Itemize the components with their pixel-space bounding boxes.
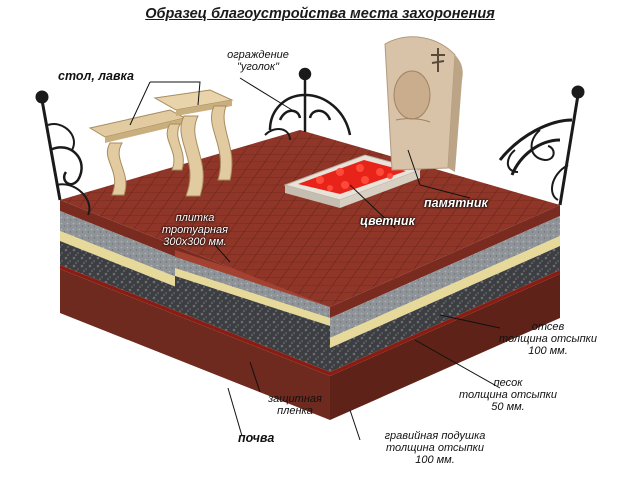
monument-cross-icon xyxy=(431,48,445,72)
label-soil: почва xyxy=(238,431,275,445)
monument-side xyxy=(448,55,463,172)
label-screening-line3: 100 мм. xyxy=(528,345,568,357)
fence-center xyxy=(264,67,352,141)
label-monument: памятник xyxy=(424,196,488,210)
label-film-line1: защитная xyxy=(268,393,322,405)
label-tile: плитка тротуарная 300x300 мм. xyxy=(140,212,250,248)
label-gravel: гравийная подушка толщина отсыпки 100 мм… xyxy=(355,430,515,466)
fence-left xyxy=(35,90,91,216)
left-soil-layer xyxy=(60,269,330,420)
label-screening: отсев толщина отсыпки 100 мм. xyxy=(488,321,608,357)
label-tile-line3: 300x300 мм. xyxy=(163,236,227,248)
label-film: защитная пленка xyxy=(262,393,328,417)
flowerbed-shape xyxy=(283,154,422,208)
label-gravel-line2: толщина отсыпки xyxy=(386,442,484,454)
label-fence-line1: ограждение xyxy=(227,49,289,61)
label-film-line2: пленка xyxy=(277,405,313,417)
bench-leg-left xyxy=(106,142,127,196)
front-cutout xyxy=(175,250,330,350)
label-gravel-line1: гравийная подушка xyxy=(384,430,486,442)
label-sand-line2: толщина отсыпки xyxy=(459,389,557,401)
cutout-sand xyxy=(175,268,330,326)
table-leg-left xyxy=(180,115,204,197)
flowerbed-border-side xyxy=(285,185,340,208)
right-tile-edge xyxy=(330,205,560,318)
label-flowerbed: цветник xyxy=(360,214,415,228)
right-gravel-layer xyxy=(330,246,560,372)
flowerbed-border-side2 xyxy=(340,170,420,208)
left-film-layer xyxy=(60,265,330,376)
cutout-screening xyxy=(175,257,330,318)
bench-front xyxy=(105,118,185,143)
label-sand-line3: 50 мм. xyxy=(491,401,525,413)
monument-stone xyxy=(384,36,463,172)
bench-leg-right xyxy=(166,123,184,171)
label-screening-line1: отсев xyxy=(531,321,565,333)
left-gravel-layer xyxy=(60,241,330,372)
right-sand-layer xyxy=(330,236,560,348)
fence-right xyxy=(498,85,585,206)
leader-lines xyxy=(129,77,501,441)
right-screening-layer xyxy=(330,216,560,338)
cutout-gravel xyxy=(175,276,330,350)
label-sand: песок толщина отсыпки 50 мм. xyxy=(448,377,568,413)
table-leg-right xyxy=(211,105,233,181)
label-tile-line2: тротуарная xyxy=(162,224,228,236)
paving-tile-surface xyxy=(60,130,560,307)
right-face-layers xyxy=(330,205,560,420)
monument-portrait xyxy=(393,70,431,120)
paving-tile-shade xyxy=(60,130,560,307)
label-fence-line2: "уголок" xyxy=(236,61,279,73)
diagram-title: Образец благоустройства места захоронени… xyxy=(145,6,495,22)
right-film-layer xyxy=(330,270,560,376)
label-screening-line2: толщина отсыпки xyxy=(499,333,597,345)
cutout-tile-top xyxy=(175,250,330,307)
label-sand-line1: песок xyxy=(493,377,523,389)
label-table-bench: стол, лавка xyxy=(58,69,134,83)
table-front xyxy=(176,100,232,116)
label-tile-line1: плитка xyxy=(175,212,215,224)
right-soil-layer xyxy=(330,274,560,420)
label-fence: ограждение "уголок" xyxy=(205,49,311,73)
table-bench xyxy=(88,89,234,197)
label-gravel-line3: 100 мм. xyxy=(415,454,455,466)
